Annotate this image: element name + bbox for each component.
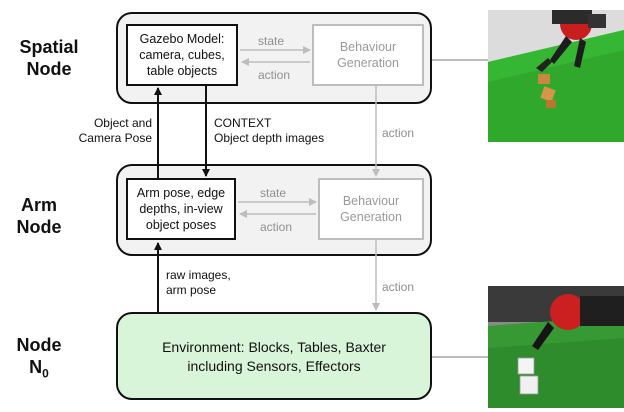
env-node-label-sub: 0: [42, 366, 49, 381]
spatial-node-label-line1: Spatial: [19, 37, 79, 57]
context-label: CONTEXT Object depth images: [214, 116, 324, 146]
spatial-behaviour-line1: Behaviour: [339, 40, 397, 54]
raw-images-line1: raw images,: [166, 268, 231, 282]
spatial-behaviour-box: Behaviour Generation: [312, 24, 424, 86]
env-node-label-line1: Node: [16, 335, 62, 355]
spatial-model-line3: table objects: [146, 64, 218, 78]
arm-node-label-line2: Node: [16, 217, 62, 237]
arm-model-line3: object poses: [145, 218, 217, 232]
arm-behaviour-line1: Behaviour: [342, 194, 400, 208]
object-camera-pose-label: Object and Camera Pose: [62, 116, 152, 146]
spatial-model-box: Gazebo Model: camera, cubes, table objec…: [126, 24, 238, 86]
simulation-scene: [488, 10, 624, 142]
spatial-model-line1: Gazebo Model:: [139, 32, 225, 46]
arm-behaviour-box: Behaviour Generation: [318, 178, 424, 240]
context-line1: CONTEXT: [214, 116, 272, 130]
spatial-node-label: Spatial Node: [6, 36, 92, 80]
arm-model-line2: depths, in-view: [139, 202, 223, 216]
arm-state-label: state: [260, 186, 287, 200]
env-node-label-main: N: [29, 357, 43, 377]
environment-container: [116, 312, 432, 400]
spatial-to-arm-action-label: action: [382, 126, 415, 140]
spatial-node-label-line2: Node: [26, 59, 72, 79]
spatial-model-line2: camera, cubes,: [139, 48, 225, 62]
real-robot-image: [488, 286, 624, 408]
arm-action-label: action: [260, 220, 293, 234]
spatial-behaviour-line2: Generation: [337, 56, 399, 70]
environment-text: Environment: Blocks, Tables, Baxter incl…: [118, 338, 430, 376]
simulation-image: [488, 10, 624, 142]
arm-model-line1: Arm pose, edge: [136, 186, 226, 200]
env-node-label-line2: N0: [6, 356, 72, 385]
raw-images-line2: arm pose: [166, 283, 217, 297]
arm-behaviour-line2: Generation: [340, 210, 402, 224]
arm-to-env-action-label: action: [382, 280, 415, 294]
real-scene: [488, 286, 624, 408]
context-line2: Object depth images: [214, 131, 325, 145]
env-node-label: Node N0: [6, 334, 72, 385]
object-camera-pose-line2: Camera Pose: [78, 131, 152, 145]
object-camera-pose-line1: Object and: [93, 116, 152, 130]
raw-images-label: raw images, arm pose: [166, 268, 231, 298]
spatial-state-label: state: [258, 34, 285, 48]
spatial-action-label: action: [258, 68, 291, 82]
arm-model-box: Arm pose, edge depths, in-view object po…: [126, 178, 236, 240]
arm-node-label: Arm Node: [6, 194, 72, 238]
arm-node-label-line1: Arm: [20, 195, 57, 215]
environment-line1: Environment: Blocks, Tables, Baxter: [162, 339, 386, 355]
environment-line2: including Sensors, Effectors: [187, 358, 361, 374]
